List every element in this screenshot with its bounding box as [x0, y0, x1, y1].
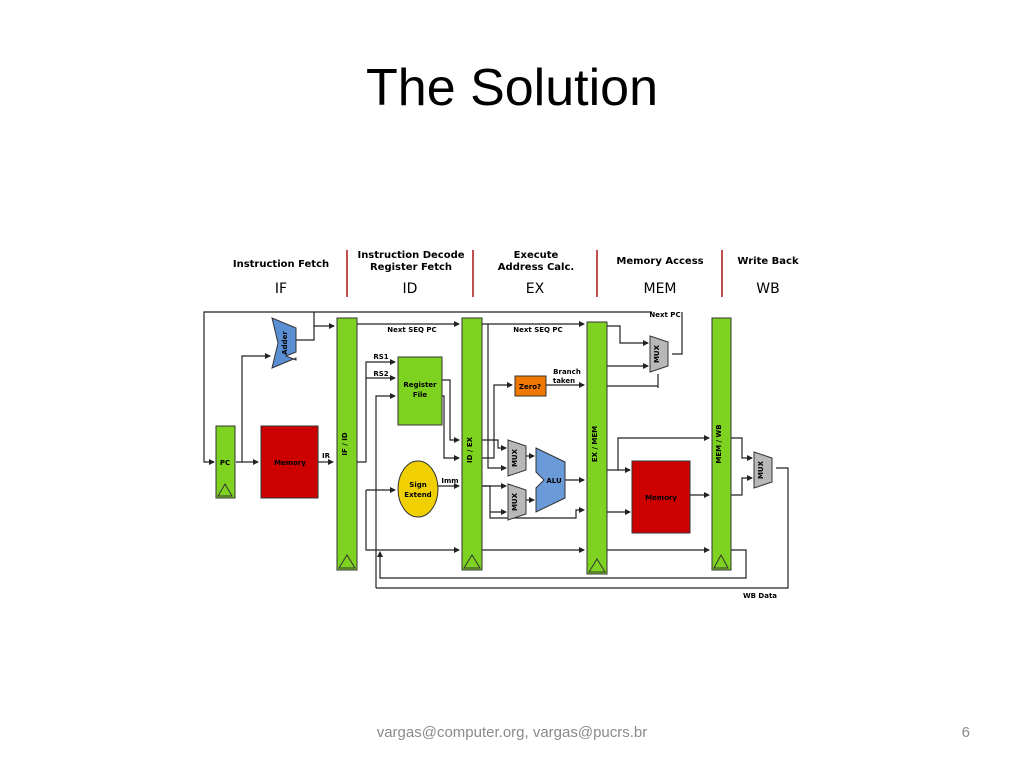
id-ex-register: ID / EX — [461, 317, 483, 571]
ex-mux-bottom: MUX — [507, 483, 527, 521]
page-number: 6 — [961, 724, 970, 741]
stage-header-id: Instruction Decode Register Fetch ID — [357, 250, 464, 297]
mux-label: MUX — [653, 344, 661, 363]
zero-detector: Zero? — [514, 375, 547, 397]
stage-title: Memory Access — [616, 256, 703, 267]
stage-abbr: MEM — [643, 281, 676, 297]
stage-header-ex: Execute Address Calc. EX — [498, 250, 574, 297]
mem-mux: MUX — [649, 335, 669, 373]
adder: Adder — [271, 317, 297, 369]
stage-header-wb: Write Back WB — [737, 256, 799, 297]
register-file: Register File — [397, 356, 443, 426]
branch-taken-label-line1: Branch — [553, 368, 581, 376]
zero-label: Zero? — [519, 383, 541, 391]
stage-abbr: ID — [403, 281, 418, 297]
id-ex-label: ID / EX — [466, 436, 474, 463]
stage-subtitle: Register Fetch — [370, 262, 452, 273]
data-memory-label: Memory — [645, 494, 677, 502]
alu: ALU — [535, 447, 566, 513]
sign-extend-label-line1: Sign — [409, 481, 426, 489]
mux-label: MUX — [757, 460, 765, 479]
next-pc-label: Next PC — [649, 311, 680, 319]
stage-title: Instruction Fetch — [233, 259, 329, 270]
register-file-label-line2: File — [413, 391, 428, 399]
data-memory: Memory — [631, 460, 691, 534]
wb-data-label: WB Data — [743, 592, 777, 600]
adder-label: Adder — [281, 331, 289, 355]
pc-register: PC — [215, 425, 236, 499]
if-id-label: IF / ID — [341, 432, 349, 455]
ex-mem-label: EX / MEM — [591, 426, 599, 462]
slide-title: The Solution — [366, 59, 658, 117]
wires — [203, 311, 789, 589]
sign-extend: Sign Extend — [397, 460, 439, 518]
instruction-memory: Memory — [260, 425, 319, 499]
if-id-register: IF / ID — [336, 317, 358, 571]
mem-wb-register: MEM / WB — [711, 317, 732, 571]
stage-header-if: Instruction Fetch IF — [233, 259, 329, 297]
next-seq-pc-label: Next SEQ PC — [387, 326, 436, 334]
ex-mem-register: EX / MEM — [586, 321, 608, 575]
sign-extend-label-line2: Extend — [404, 491, 431, 499]
stage-title: Execute — [514, 250, 559, 261]
instruction-memory-label: Memory — [274, 459, 306, 467]
stage-header-mem: Memory Access MEM — [616, 256, 703, 297]
stage-title: Instruction Decode — [357, 250, 464, 261]
mux-label: MUX — [511, 448, 519, 467]
rs2-label: RS2 — [373, 370, 388, 378]
ex-mux-top: MUX — [507, 439, 527, 477]
wb-mux: MUX — [753, 451, 773, 489]
stage-title: Write Back — [737, 256, 799, 267]
pc-label: PC — [220, 459, 230, 467]
register-file-label-line1: Register — [403, 381, 437, 389]
next-seq-pc-label: Next SEQ PC — [513, 326, 562, 334]
stage-abbr: EX — [526, 281, 545, 297]
mux-label: MUX — [511, 492, 519, 511]
branch-taken-label-line2: taken — [553, 377, 575, 385]
mem-wb-label: MEM / WB — [715, 424, 723, 463]
rs1-label: RS1 — [373, 353, 388, 361]
stage-abbr: WB — [756, 281, 779, 297]
imm-label: Imm — [441, 477, 458, 485]
stage-subtitle: Address Calc. — [498, 262, 574, 273]
alu-label: ALU — [546, 477, 562, 485]
footer-emails: vargas@computer.org, vargas@pucrs.br — [376, 724, 648, 741]
ir-label: IR — [322, 452, 331, 460]
stage-abbr: IF — [275, 281, 287, 297]
